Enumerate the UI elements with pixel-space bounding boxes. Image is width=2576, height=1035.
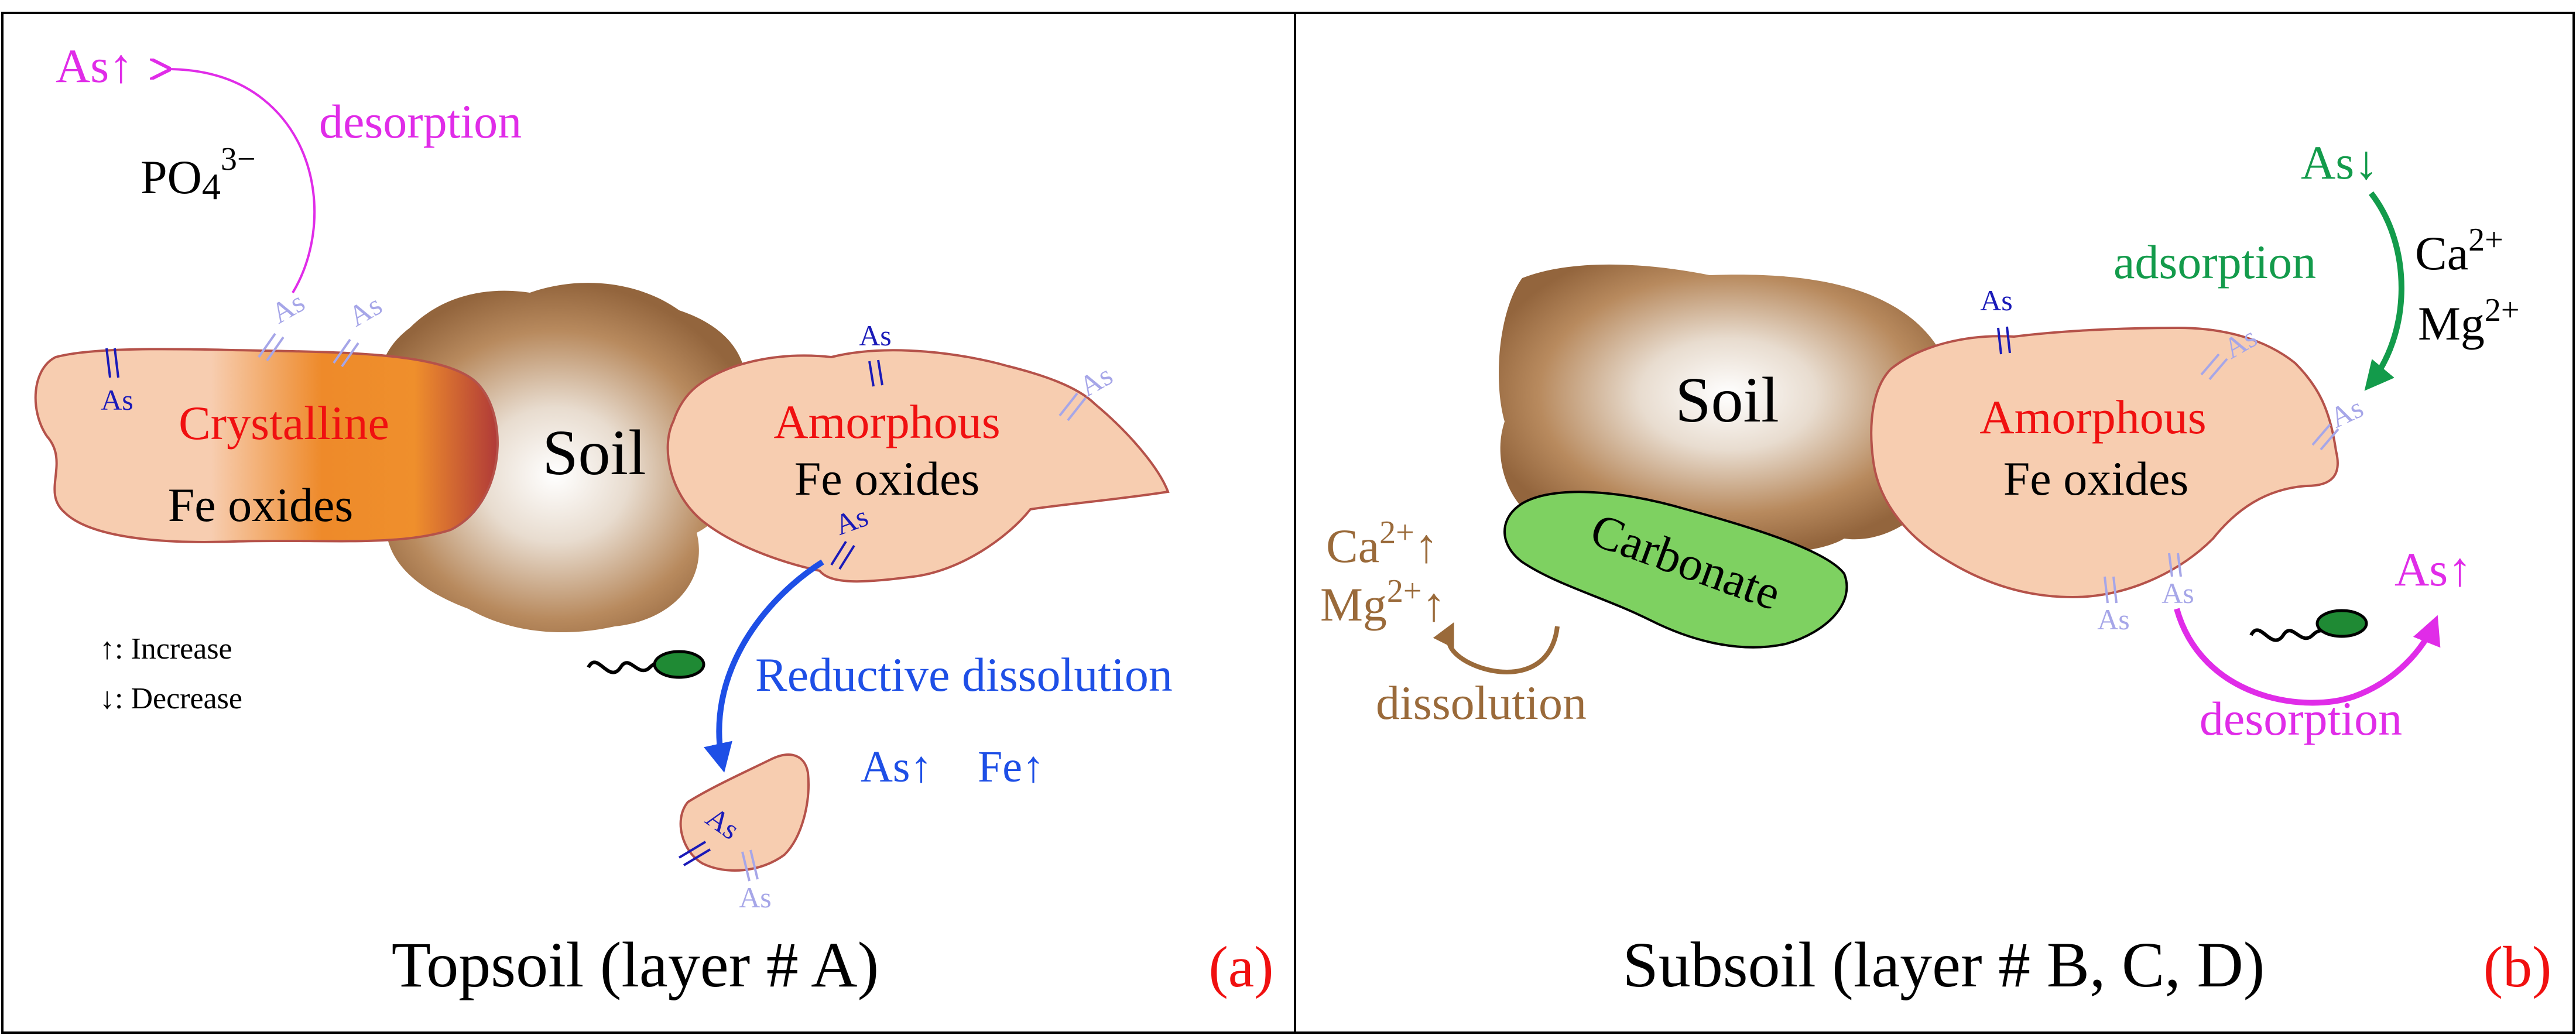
desorption-label-b: desorption <box>2200 692 2402 745</box>
adsorption-arrow <box>2364 191 2404 391</box>
amorphous-title-a: Amorphous <box>773 395 1000 448</box>
desorption-as-b: As↑ <box>2395 543 2472 596</box>
figure-frame <box>1 12 2575 1034</box>
amorphous-title-b: Amorphous <box>1979 390 2206 444</box>
as-binding-amorphous-b-bottom-right: As <box>2161 553 2194 609</box>
calcium-ion: Ca2+ <box>2415 222 2503 280</box>
soil-label-b: Soil <box>1675 364 1779 436</box>
amorphous-sub-b: Fe oxides <box>2003 452 2189 505</box>
reductive-label: Reductive dissolution <box>755 648 1173 701</box>
panel-tag-a: (a) <box>1209 934 1274 999</box>
crystalline-sub: Fe oxides <box>168 478 354 532</box>
small-fe-oxide-particle <box>679 753 810 872</box>
panel-b: Soil Carbonate Amorphous Fe oxides As As… <box>1320 136 2551 1000</box>
magnesium-ion: Mg2+ <box>2418 292 2520 350</box>
crystalline-fe-oxide <box>34 348 499 543</box>
as-binding-small-particle-faded: As <box>739 849 772 914</box>
carbonate-particle <box>1503 491 1848 649</box>
dissolution-mg: Mg2+↑ <box>1320 573 1446 631</box>
reductive-dissolution-arrow <box>704 559 824 773</box>
as-tag: As <box>1980 284 2013 317</box>
microbe-icon <box>587 650 705 679</box>
dissolution-label: dissolution <box>1376 676 1587 729</box>
amorphous-fe-oxide-b <box>1870 326 2339 599</box>
as-tag: As <box>342 288 387 333</box>
as-tag: As <box>739 881 772 914</box>
soil-particle-b <box>1499 264 1958 554</box>
dissolution-arrow <box>1433 622 1560 674</box>
amorphous-fe-oxide <box>666 349 1170 583</box>
as-tag: As <box>265 285 310 330</box>
as-binding-amorphous-b-top: As <box>1980 284 2013 355</box>
release-as: As↑ <box>861 742 932 791</box>
amorphous-sub-a: Fe oxides <box>794 452 980 505</box>
as-tag: As <box>859 319 892 352</box>
crystalline-title: Crystalline <box>179 396 389 450</box>
legend-decrease: ↓: Decrease <box>100 682 242 715</box>
caption-b: Subsoil (layer # B, C, D) <box>1623 929 2265 1000</box>
as-binding-crystalline-left: As <box>101 348 133 416</box>
as-binding-amorphous-top: As <box>859 319 892 387</box>
release-fe: Fe↑ <box>978 742 1044 791</box>
as-tag: As <box>2161 577 2194 609</box>
adsorption-label: adsorption <box>2113 235 2316 289</box>
panel-a: Crystalline Fe oxides Soil Amorphous Fe … <box>34 39 1274 1000</box>
dissolution-ca: Ca2+↑ <box>1326 515 1438 573</box>
as-binding-amorphous-b-bottom-left: As <box>2097 576 2130 636</box>
adsorption-as: As↓ <box>2301 136 2378 189</box>
panel-tag-b: (b) <box>2483 934 2552 999</box>
as-binding-crystalline-faded-1: As <box>258 285 310 362</box>
as-tag: As <box>101 383 133 416</box>
phosphate-label: PO43− <box>141 141 255 207</box>
legend-increase: ↑: Increase <box>100 632 232 666</box>
desorption-arrow-a <box>167 69 316 294</box>
caption-a: Topsoil (layer # A) <box>392 929 879 1000</box>
desorption-label-a: desorption <box>319 95 522 148</box>
microbe-icon <box>2249 609 2368 642</box>
soil-label-a: Soil <box>542 417 646 488</box>
desorption-as-a: As↑ <box>56 39 133 92</box>
as-tag: As <box>2097 603 2130 636</box>
desorption-arrow-b <box>2174 608 2441 706</box>
